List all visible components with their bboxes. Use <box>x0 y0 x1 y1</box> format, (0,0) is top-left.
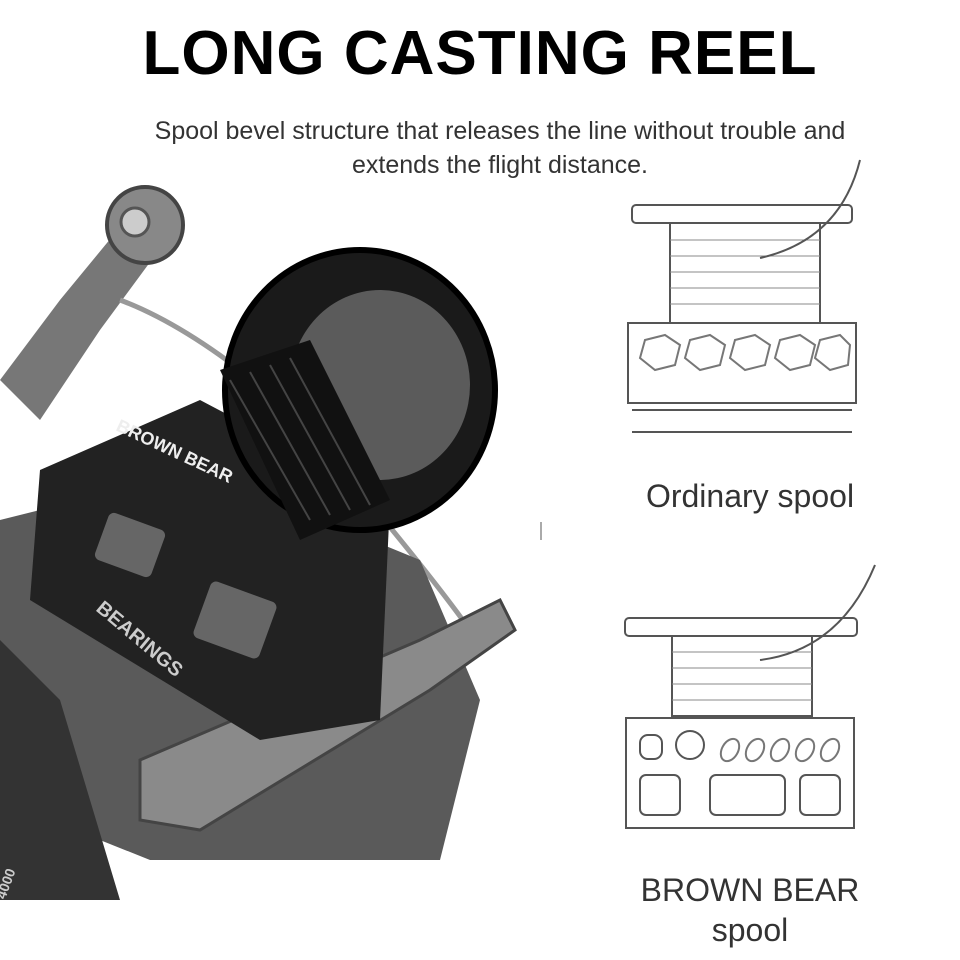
reel-handle <box>0 185 185 420</box>
page-title: LONG CASTING REEL <box>142 19 818 88</box>
ordinary-spool-label: Ordinary spool <box>645 478 855 514</box>
ordinary-spool-drawing <box>627 159 861 433</box>
brown-bear-spool-drawing <box>624 564 876 829</box>
brown-bear-spool-label: BROWN BEAR spool <box>640 872 860 948</box>
page-subtitle: Spool bevel structure that releases the … <box>154 117 846 179</box>
spool <box>30 247 498 740</box>
